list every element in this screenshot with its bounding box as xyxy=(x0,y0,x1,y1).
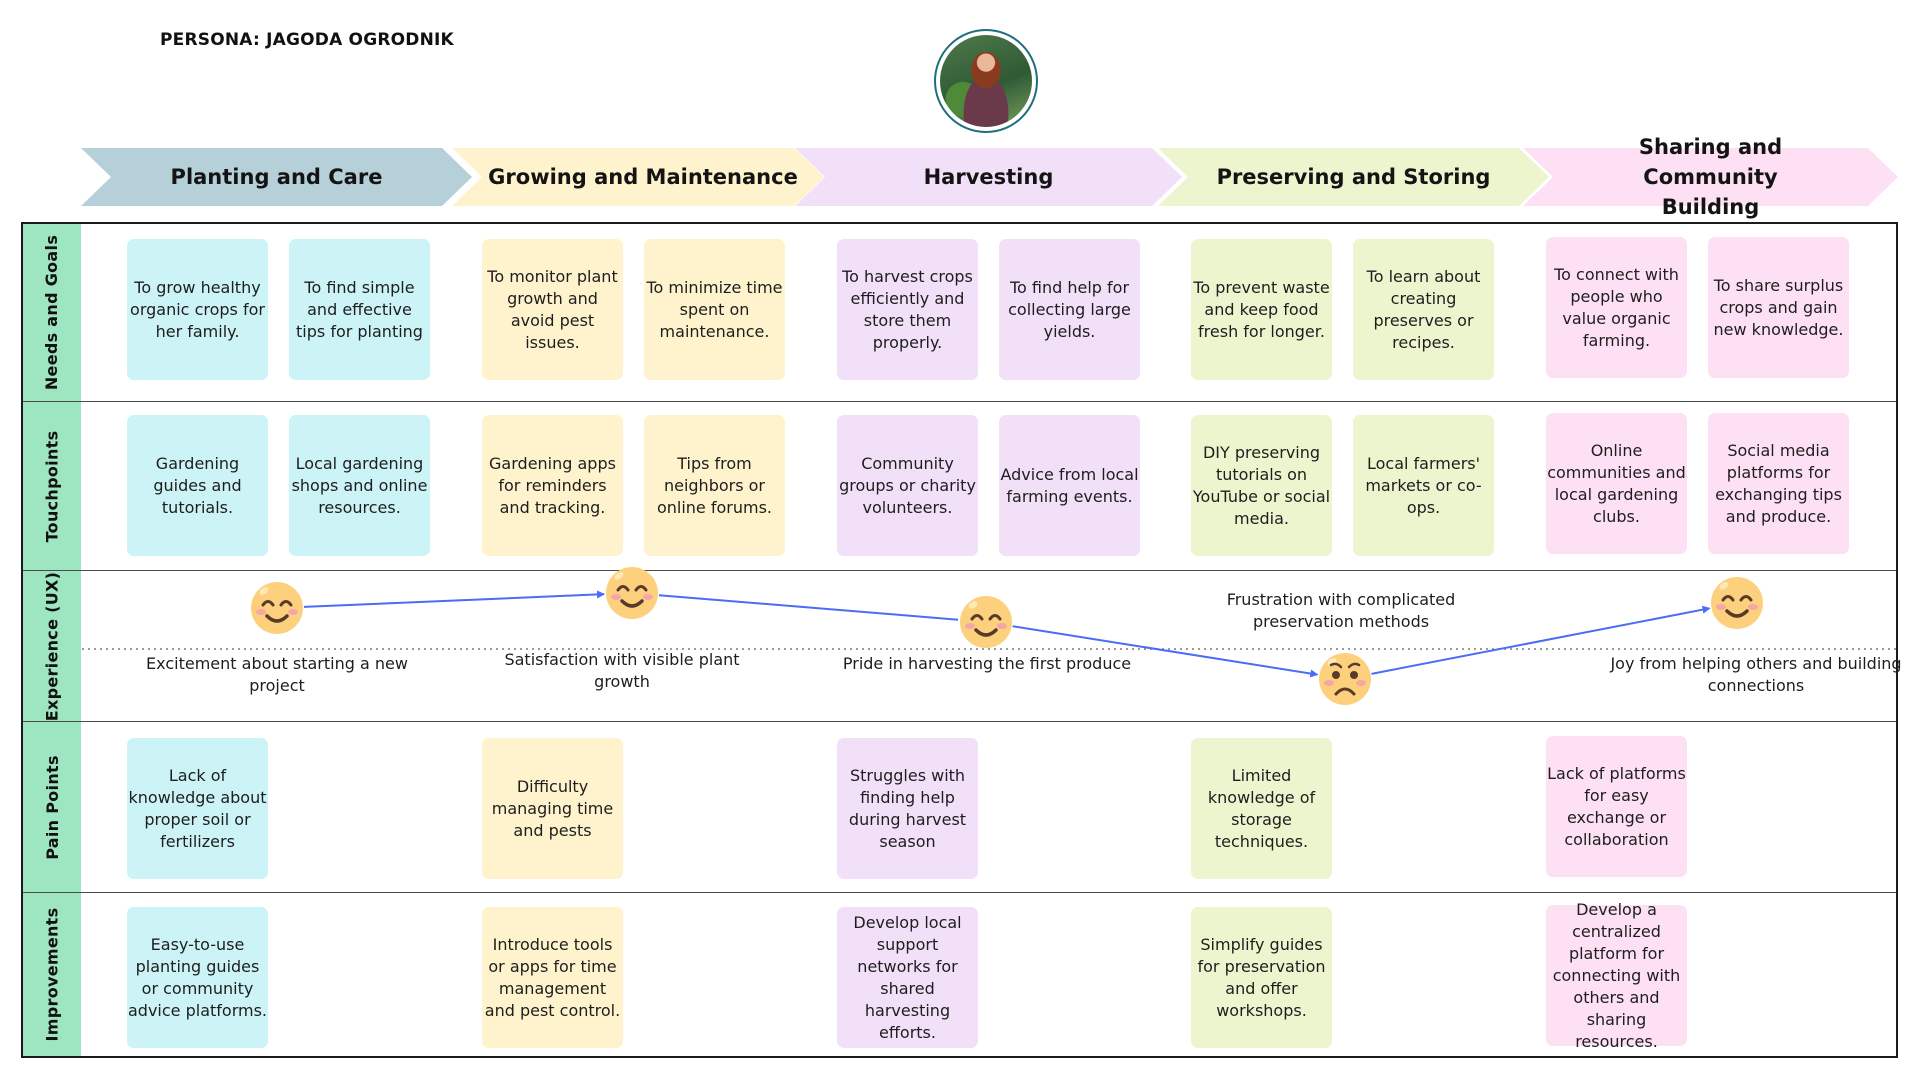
improvement-card: Simplify guides for preservation and off… xyxy=(1191,907,1332,1048)
touchpoint-card: Local farmers' markets or co-ops. xyxy=(1353,415,1494,556)
needs-card: To monitor plant growth and avoid pest i… xyxy=(482,239,623,380)
stage-harvesting: Harvesting xyxy=(795,148,1182,206)
needs-card: To share surplus crops and gain new know… xyxy=(1708,237,1849,378)
persona-avatar xyxy=(934,29,1038,133)
row-label: Pain Points xyxy=(23,722,81,892)
experience-label: Pride in harvesting the first produce xyxy=(842,654,1132,673)
needs-card: To harvest crops efficiently and store t… xyxy=(837,239,978,380)
experience-label: Excitement about starting a new project xyxy=(146,654,408,695)
touchpoint-card: Gardening apps for reminders and trackin… xyxy=(482,415,623,556)
needs-card: To learn about creating preserves or rec… xyxy=(1353,239,1494,380)
pain-point-card: Difficulty managing time and pests xyxy=(482,738,623,879)
stage-label: Sharing and Community Building xyxy=(1638,135,1783,219)
needs-card: To minimize time spent on maintenance. xyxy=(644,239,785,380)
pain-point-card: Lack of platforms for easy exchange or c… xyxy=(1546,736,1687,877)
stage-label: Planting and Care xyxy=(170,165,383,189)
experience-label: Joy from helping others and building con… xyxy=(1610,654,1902,695)
journey-map-grid: Needs and Goals To grow healthy organic … xyxy=(21,222,1902,1058)
stage-preserving: Preserving and Storing xyxy=(1158,148,1549,206)
stage-label: Growing and Maintenance xyxy=(488,165,798,189)
experience-label: Satisfaction with visible plant growth xyxy=(504,650,740,691)
stage-label: Harvesting xyxy=(923,165,1054,189)
row-label: Needs and Goals xyxy=(23,224,81,401)
row-pain-points: Pain Points Lack of knowledge about prop… xyxy=(23,722,1896,893)
row-label: Experience (UX) xyxy=(23,571,81,721)
pain-point-card: Struggles with finding help during harve… xyxy=(837,738,978,879)
stage-sharing: Sharing and Community Building xyxy=(1523,135,1898,219)
row-experience: Experience (UX) Excitement about startin… xyxy=(23,571,1902,722)
stage-growing: Growing and Maintenance xyxy=(452,148,824,206)
row-improvements: Improvements Easy-to-use planting guides… xyxy=(23,893,1896,1056)
pain-point-card: Lack of knowledge about proper soil or f… xyxy=(127,738,268,879)
touchpoint-card: Gardening guides and tutorials. xyxy=(127,415,268,556)
touchpoint-card: Local gardening shops and online resourc… xyxy=(289,415,430,556)
persona-photo-icon xyxy=(940,35,1032,127)
pain-point-card: Limited knowledge of storage techniques. xyxy=(1191,738,1332,879)
row-needs-goals: Needs and Goals To grow healthy organic … xyxy=(23,224,1896,402)
stage-planting: Planting and Care xyxy=(81,148,472,206)
stage-label: Preserving and Storing xyxy=(1216,165,1491,189)
needs-card: To find simple and effective tips for pl… xyxy=(289,239,430,380)
needs-card: To find help for collecting large yields… xyxy=(999,239,1140,380)
touchpoint-card: Community groups or charity volunteers. xyxy=(837,415,978,556)
needs-card: To grow healthy organic crops for her fa… xyxy=(127,239,268,380)
row-label: Improvements xyxy=(23,893,81,1056)
improvement-card: Develop a centralized platform for conne… xyxy=(1546,900,1687,1051)
improvement-card: Introduce tools or apps for time managem… xyxy=(482,907,623,1048)
improvement-card: Develop local support networks for share… xyxy=(837,907,978,1048)
touchpoint-card: Online communities and local gardening c… xyxy=(1546,413,1687,554)
row-label: Touchpoints xyxy=(23,402,81,570)
persona-title: PERSONA: JAGODA OGRODNIK xyxy=(160,30,454,50)
needs-card: To prevent waste and keep food fresh for… xyxy=(1191,239,1332,380)
experience-label: Frustration with complicated preservatio… xyxy=(1226,590,1456,631)
touchpoint-card: DIY preserving tutorials on YouTube or s… xyxy=(1191,415,1332,556)
row-touchpoints: Touchpoints Gardening guides and tutoria… xyxy=(23,402,1896,571)
touchpoint-card: Social media platforms for exchanging ti… xyxy=(1708,413,1849,554)
needs-card: To connect with people who value organic… xyxy=(1546,237,1687,378)
touchpoint-card: Tips from neighbors or online forums. xyxy=(644,415,785,556)
touchpoint-card: Advice from local farming events. xyxy=(999,415,1140,556)
journey-stages: Planting and Care Growing and Maintenanc… xyxy=(0,135,1920,219)
improvement-card: Easy-to-use planting guides or community… xyxy=(127,907,268,1048)
